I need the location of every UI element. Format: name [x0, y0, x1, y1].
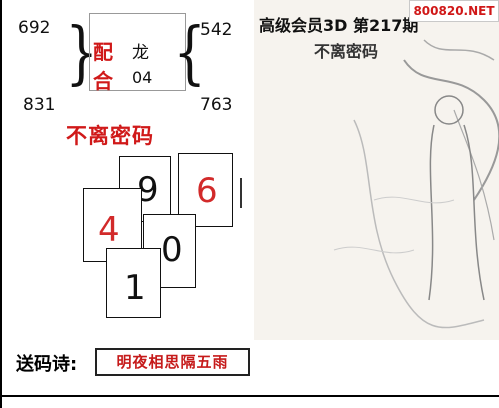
left-brace-icon: } — [65, 14, 98, 93]
art-title: 高级会员3D 第217期 — [259, 16, 419, 35]
poem-label: 送码诗: — [16, 354, 78, 375]
number-bottom-right: 763 — [200, 95, 233, 115]
he-value: 04 — [132, 68, 153, 87]
card-1: 1 — [106, 248, 161, 318]
number-top-left: 692 — [18, 18, 51, 38]
number-bottom-left: 831 — [23, 95, 56, 115]
card-6-digit: 6 — [196, 171, 218, 211]
frame-left-border — [0, 0, 2, 408]
pei-char: 配 — [93, 40, 113, 64]
card-1-digit: 1 — [124, 268, 146, 308]
buli-label: 不离密码 — [66, 124, 154, 148]
pairing-box — [89, 13, 186, 91]
he-char: 合 — [93, 69, 113, 93]
card-0-digit: 0 — [161, 230, 183, 270]
card-4-digit: 4 — [98, 210, 120, 250]
frame-bottom-border — [0, 395, 499, 397]
number-top-right: 542 — [200, 20, 233, 40]
poem-text: 明夜相思隔五雨 — [95, 348, 250, 376]
site-logo: 800820.NET — [409, 0, 499, 22]
art-subtitle: 不离密码 — [314, 42, 379, 61]
artwork-illustration — [333, 39, 499, 329]
artwork-panel: 高级会员3D 第217期 不离密码 — [254, 0, 499, 340]
card-9-digit: 9 — [137, 170, 159, 210]
long-char: 龙 — [132, 43, 149, 63]
small-vertical-mark — [240, 178, 242, 208]
